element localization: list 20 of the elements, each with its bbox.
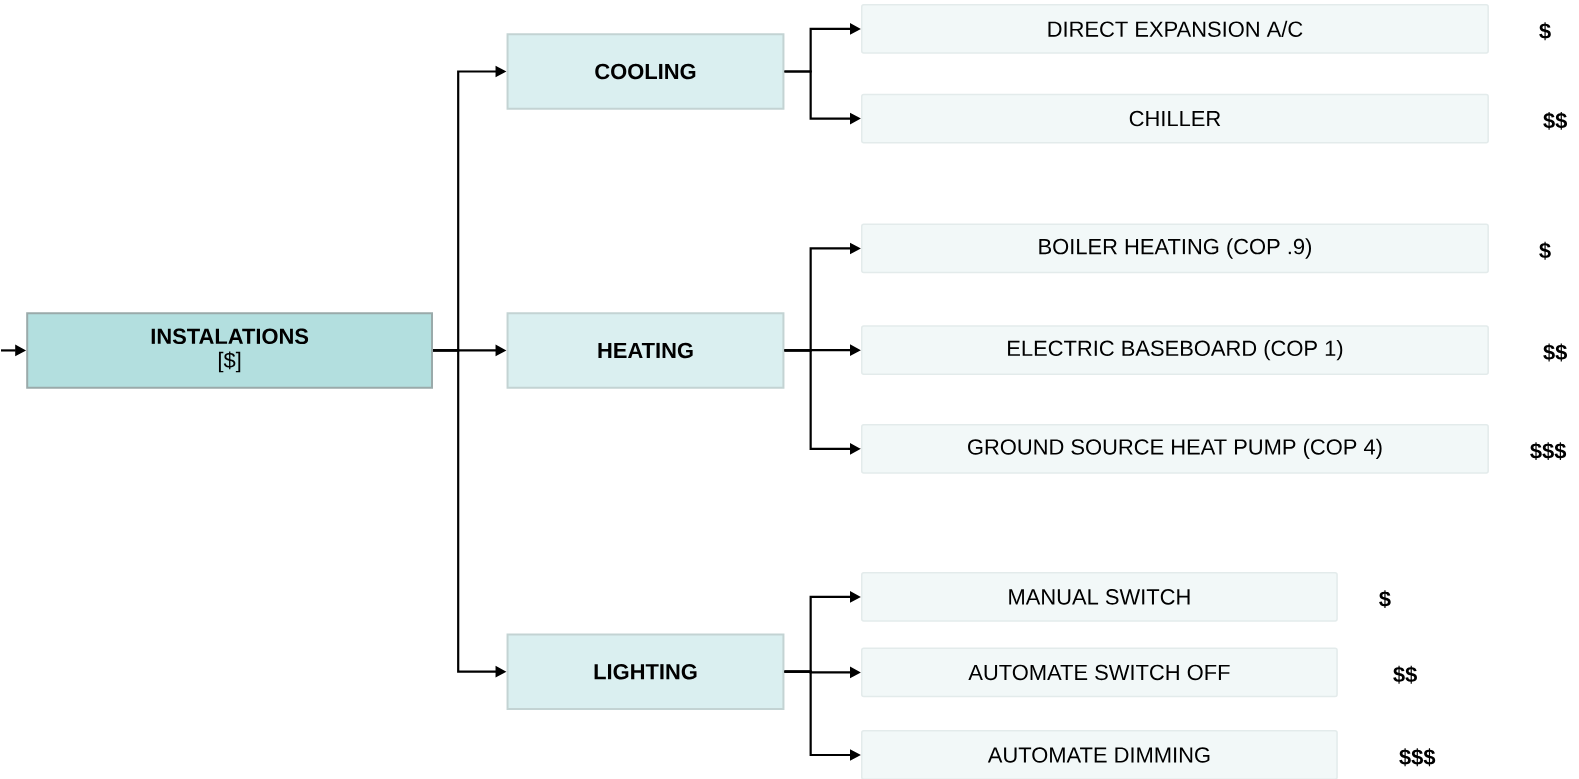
option-box: BOILER HEATING (COP .9) <box>861 223 1489 274</box>
cost-label: $$ <box>1393 665 1417 684</box>
cost-label: $$$ <box>1530 442 1567 460</box>
cost-label: $ <box>1539 241 1551 260</box>
cost-label: $ <box>1379 590 1391 608</box>
cost-label: $$ <box>1543 343 1567 362</box>
option-box: DIRECT EXPANSION A/C <box>861 3 1489 54</box>
cost-label: $$$ <box>1399 748 1436 766</box>
cost-label: $ <box>1539 22 1551 40</box>
category-box: HEATING <box>506 311 785 389</box>
category-box: COOLING <box>506 33 785 110</box>
option-box: MANUAL SWITCH <box>861 571 1338 622</box>
option-box: AUTOMATE DIMMING <box>861 729 1338 779</box>
root-box: INSTALATIONS [$] <box>26 311 433 389</box>
option-box: CHILLER <box>861 93 1489 144</box>
option-box: AUTOMATE SWITCH OFF <box>861 647 1338 698</box>
option-box: GROUND SOURCE HEAT PUMP (COP 4) <box>861 423 1489 474</box>
category-box: LIGHTING <box>506 633 785 710</box>
cost-label: $$ <box>1543 111 1567 130</box>
option-box: ELECTRIC BASEBOARD (COP 1) <box>861 325 1489 375</box>
